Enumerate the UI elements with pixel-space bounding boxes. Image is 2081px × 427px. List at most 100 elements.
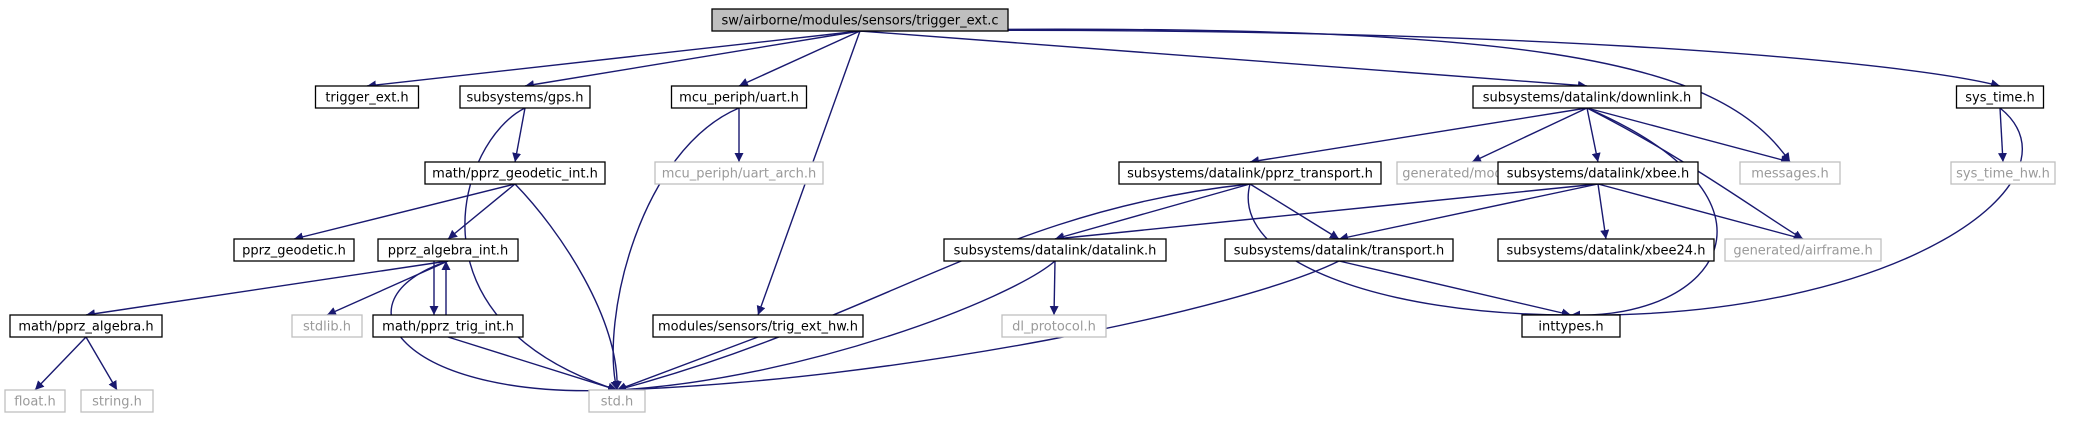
node-box	[1118, 161, 1382, 185]
edge-pprz_transport_h-to-inttypes_h	[1247, 183, 1572, 320]
node-box	[1955, 85, 2045, 109]
edge-arrow	[1998, 107, 2007, 163]
edge-pprz_transport_h-to-transport_h	[1249, 183, 1340, 240]
edge-trigger_ext_c-to-downlink_h	[859, 30, 1588, 90]
node-box	[588, 389, 646, 413]
node-label: pprz_geodetic.h	[242, 244, 346, 259]
node-label: subsystems/datalink/datalink.h	[954, 244, 1157, 259]
node-string-h: string.h	[80, 389, 154, 413]
edge-arrow	[1249, 107, 1588, 166]
edge-transport_h-to-std_h	[616, 260, 1340, 395]
edge-xbee_h-to-datalink_h	[1054, 183, 1599, 243]
node-box	[459, 85, 591, 109]
node-label: modules/sensors/trig_ext_hw.h	[658, 320, 858, 335]
node-sys-time-h[interactable]: sys_time.h	[1955, 85, 2045, 109]
edge-arrow	[512, 107, 526, 163]
edge-arrow	[859, 30, 1588, 90]
edge-arrow	[1586, 107, 1791, 165]
edge-datalink_h-to-dl_protocol_h	[1049, 260, 1059, 316]
edge-arrow	[1249, 183, 1340, 240]
node-algebra-int-h[interactable]: pprz_algebra_int.h	[377, 238, 519, 262]
edge-arrow	[1054, 183, 1599, 243]
edge-arrow	[616, 183, 1251, 393]
node-datalink-h[interactable]: subsystems/datalink/datalink.h	[943, 238, 1167, 262]
edge-geodetic_int_h-to-algebra_int_h	[447, 183, 516, 240]
edge-arrow	[1597, 183, 1610, 240]
node-box	[1950, 161, 2056, 185]
edge-algebra_int_h-to-std_h	[390, 260, 618, 395]
node-uart-arch-h: mcu_periph/uart_arch.h	[654, 161, 824, 185]
node-label: subsystems/datalink/xbee24.h	[1507, 244, 1706, 259]
node-box	[80, 389, 154, 413]
node-label: messages.h	[1751, 167, 1829, 182]
node-trig-ext-hw-h[interactable]: modules/sensors/trig_ext_hw.h	[652, 314, 864, 338]
node-pprz-geodetic-h[interactable]: pprz_geodetic.h	[233, 238, 355, 262]
node-xbee24-h[interactable]: subsystems/datalink/xbee24.h	[1497, 238, 1715, 262]
edge-arrow	[524, 30, 861, 89]
edge-arrow	[1049, 260, 1059, 316]
edge-arrow	[293, 183, 516, 242]
edge-trigger_ext_c-to-trigger_ext_h	[366, 30, 861, 90]
node-label: dl_protocol.h	[1012, 320, 1096, 335]
edge-downlink_h-to-xbee_h	[1586, 107, 1601, 163]
edge-trigger_ext_c-to-gps_h	[524, 30, 861, 89]
edge-sys_time_h-to-inttypes_h	[1570, 107, 2023, 320]
node-label: generated/airframe.h	[1733, 244, 1872, 259]
node-gps-h[interactable]: subsystems/gps.h	[459, 85, 591, 109]
node-label: stdlib.h	[303, 320, 351, 335]
node-box	[1497, 238, 1715, 262]
edge-math_algebra_h-to-string_h	[85, 336, 118, 391]
edge-arrow	[1338, 260, 1572, 318]
edge-math_algebra_h-to-float_h	[34, 336, 87, 391]
edge-geodetic_int_h-to-pprz_geodetic_h	[293, 183, 516, 242]
node-float-h: float.h	[4, 389, 66, 413]
node-downlink-h[interactable]: subsystems/datalink/downlink.h	[1472, 85, 1702, 109]
edge-arrow	[859, 29, 2001, 89]
node-box	[1472, 85, 1702, 109]
edge-trigger_ext_c-to-sys_time_h	[859, 29, 2001, 89]
node-geodetic-int-h[interactable]: math/pprz_geodetic_int.h	[424, 161, 606, 185]
node-uart-h[interactable]: mcu_periph/uart.h	[670, 85, 808, 109]
edge-arrow	[85, 336, 118, 391]
node-box	[9, 314, 163, 338]
node-box	[670, 85, 808, 109]
node-label: sw/airborne/modules/sensors/trigger_ext.…	[722, 14, 999, 29]
node-box	[654, 161, 824, 185]
edge-geodetic_int_h-to-std_h	[514, 183, 622, 391]
edge-arrow	[34, 336, 87, 391]
edge-trig_int_h-to-std_h	[447, 336, 618, 392]
node-trigger-ext-h[interactable]: trigger_ext.h	[314, 85, 420, 109]
node-inttypes-h[interactable]: inttypes.h	[1521, 314, 1621, 338]
node-label: math/pprz_algebra.h	[18, 320, 153, 335]
node-trig-int-h[interactable]: math/pprz_trig_int.h	[372, 314, 524, 338]
edge-algebra_int_h-to-stdlib_h	[326, 260, 449, 316]
edge-transport_h-to-inttypes_h	[1338, 260, 1572, 318]
node-label: math/pprz_geodetic_int.h	[432, 167, 598, 182]
edge-arrow	[616, 260, 1056, 394]
node-label: trigger_ext.h	[325, 91, 408, 106]
edge-downlink_h-to-messages_h	[1586, 107, 1791, 165]
node-trigger-ext-c[interactable]: sw/airborne/modules/sensors/trigger_ext.…	[711, 8, 1009, 32]
edge-xbee_h-to-xbee24_h	[1597, 183, 1610, 240]
edge-sys_time_h-to-sys_time_hw_h	[1998, 107, 2007, 163]
edge-arrow	[1570, 107, 2023, 320]
node-box	[314, 85, 420, 109]
node-xbee-h[interactable]: subsystems/datalink/xbee.h	[1497, 161, 1699, 185]
node-label: subsystems/datalink/xbee.h	[1507, 167, 1689, 182]
edge-arrow	[85, 260, 449, 319]
edge-arrow	[1597, 183, 1804, 242]
node-box	[233, 238, 355, 262]
node-box	[1521, 314, 1621, 338]
edge-trigger_ext_c-to-uart_h	[738, 30, 861, 87]
edge-arrow	[1586, 107, 1804, 240]
node-box	[372, 314, 524, 338]
node-transport-h[interactable]: subsystems/datalink/transport.h	[1224, 238, 1454, 262]
edge-gps_h-to-geodetic_int_h	[512, 107, 526, 163]
node-box	[1724, 238, 1882, 262]
node-math-algebra-h[interactable]: math/pprz_algebra.h	[9, 314, 163, 338]
node-label: string.h	[92, 395, 142, 410]
edge-downlink_h-to-gen_modules_h	[1471, 107, 1588, 163]
edge-arrow	[1054, 183, 1251, 241]
node-pprz-transport-h[interactable]: subsystems/datalink/pprz_transport.h	[1118, 161, 1382, 185]
